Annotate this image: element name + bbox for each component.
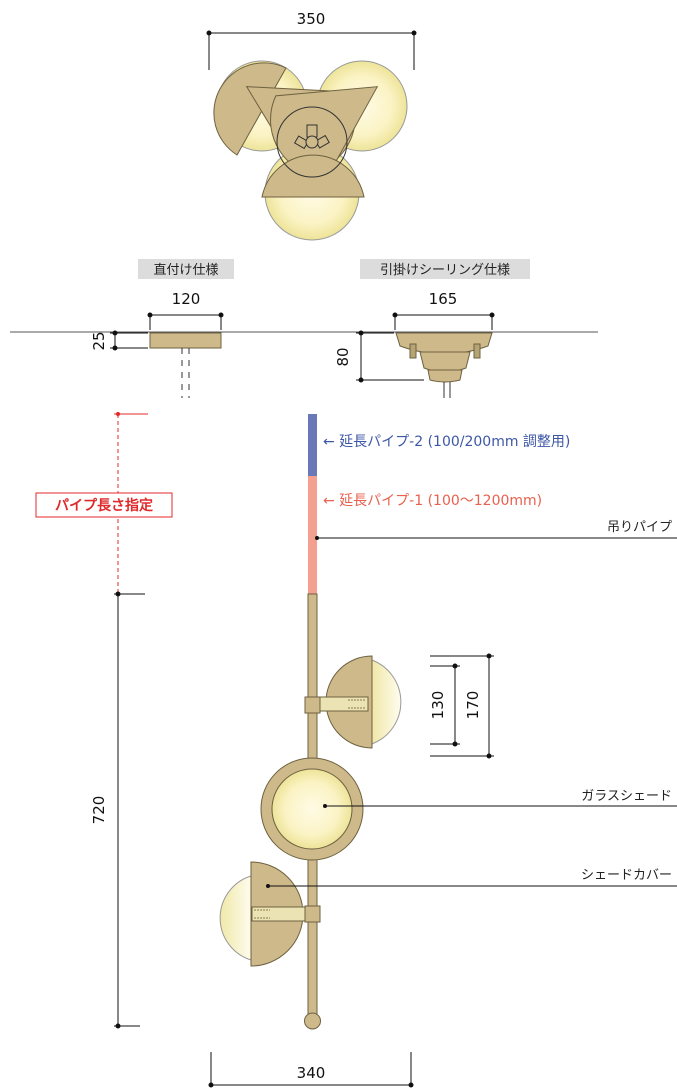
upper-pipe-clamp [304, 696, 321, 714]
shade-cover-height-label: 130 [429, 691, 447, 720]
upper-globe-glass [371, 659, 402, 745]
pipe-end-cap [304, 1012, 321, 1030]
direct-width-label: 120 [172, 290, 201, 308]
shade-cover-label: シェードカバー [581, 868, 672, 883]
extension-pipe-2 [308, 414, 317, 476]
hook-width-label: 165 [429, 290, 458, 308]
direct-spec-label: 直付け仕様 [153, 263, 218, 278]
shade-dimensions [430, 653, 494, 759]
lower-globe-assembly [219, 861, 321, 967]
bottom-width-dimension [208, 1052, 414, 1088]
body-height-label: 720 [90, 796, 108, 825]
body-height-dimension [114, 591, 145, 1029]
direct-height-dimension [110, 330, 148, 351]
direct-width-dimension [147, 312, 224, 330]
hook-ceiling-fixture [395, 332, 493, 398]
center-glass-shade [260, 757, 364, 861]
hook-spec-label: 引掛けシーリング仕様 [380, 263, 510, 278]
extension-pipe-2-label: ← 延長パイプ-2 (100/200mm 調整用) [323, 434, 570, 450]
top-shade-cover-left [213, 62, 287, 156]
lower-globe-glass [219, 875, 252, 961]
pipe-length-spec-box [35, 492, 173, 518]
extension-pipe-1 [308, 476, 317, 594]
top-hub-connector [293, 124, 330, 150]
direct-mount-base [149, 332, 222, 349]
top-view: 350 [206, 10, 417, 241]
pipe-length-spec-label: パイプ長さ指定 [55, 497, 153, 514]
lower-pipe-clamp [304, 905, 321, 923]
shade-height-label: 170 [464, 691, 482, 720]
hook-height-label: 80 [334, 347, 352, 366]
upper-globe-assembly [304, 655, 402, 749]
glass-shade-label: ガラスシェード [581, 789, 672, 804]
hook-width-dimension [392, 312, 495, 330]
extension-pipe-1-label: ← 延長パイプ-1 (100～1200mm) [323, 493, 542, 509]
top-center-ring [276, 106, 348, 178]
bottom-width-label: 340 [297, 1064, 326, 1082]
hook-spec-tag [360, 259, 530, 279]
upper-socket [317, 696, 369, 712]
direct-spec-tag [138, 259, 234, 279]
direct-height-label: 25 [90, 331, 108, 350]
top-width-label: 350 [297, 10, 326, 28]
hanging-pipe-label: 吊りパイプ [607, 520, 672, 535]
lower-socket [251, 906, 308, 922]
direct-pipe-dashed [181, 348, 190, 398]
top-width-dimension [206, 30, 417, 70]
side-view: パイプ長さ指定 720 ← 延長パイプ-2 (100/200mm 調整用) ← … [35, 412, 677, 1088]
mount-specs: 直付け仕様 引掛けシーリング仕様 120 165 [10, 259, 598, 398]
hook-height-dimension [356, 330, 424, 383]
